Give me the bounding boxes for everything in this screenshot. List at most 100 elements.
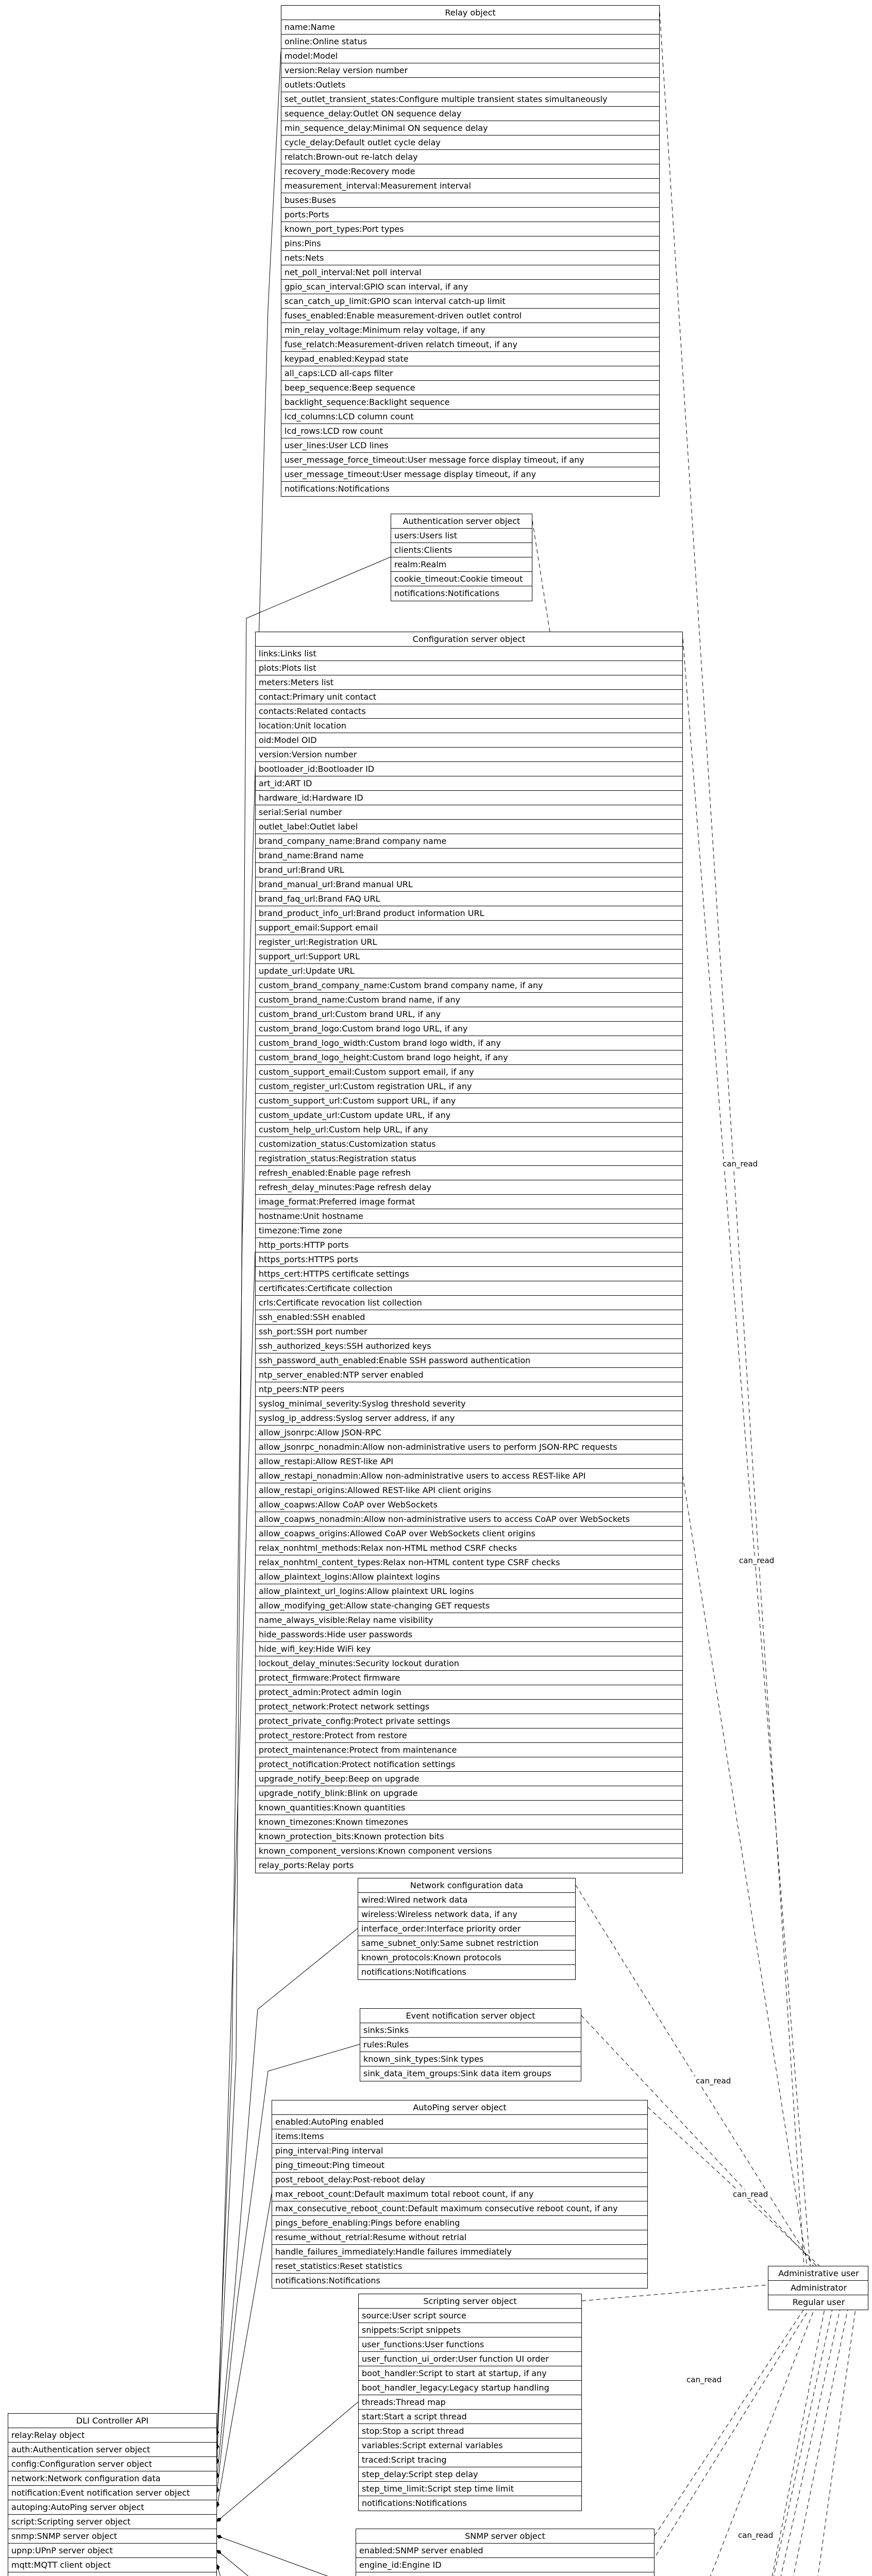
user-kind-row: Regular user <box>792 2297 845 2307</box>
attribute-row: gpio_scan_interval:GPIO scan interval, i… <box>281 280 659 294</box>
attribute-row: step_delay:Script step delay <box>359 2467 581 2482</box>
attribute-row: model:Model <box>281 49 659 63</box>
attribute-row: custom_brand_logo_width:Custom brand log… <box>256 1036 682 1050</box>
attribute-row: outlet_label:Outlet label <box>256 820 682 834</box>
attribute-row: traced:Script tracing <box>359 2453 581 2467</box>
attribute-row: relax_nonhtml_content_types:Relax non-HT… <box>256 1555 682 1570</box>
attribute-row: protect_maintenance:Protect from mainten… <box>256 1743 682 1757</box>
attribute-row: protect_admin:Protect admin login <box>256 1685 682 1700</box>
attribute-row: same_subnet_only:Same subnet restriction <box>358 1936 575 1951</box>
attribute-row: snmp:SNMP server object <box>8 2529 216 2544</box>
attribute-row: known_protocols:Known protocols <box>358 1951 575 1965</box>
attribute-row: protect_network:Protect network settings <box>256 1700 682 1714</box>
attribute-row: update_url:Update URL <box>256 964 682 978</box>
attribute-row: stop:Stop a script thread <box>359 2424 581 2438</box>
attribute-row: relay:Relay object <box>8 2428 216 2443</box>
attribute-row: wired:Wired network data <box>358 1893 575 1907</box>
attribute-row: source:User script source <box>359 2309 581 2323</box>
attribute-row: location:Unit location <box>256 719 682 733</box>
attribute-row: oid_subtrees:OID subtrees <box>356 2572 654 2576</box>
attribute-row: min_sequence_delay:Minimal ON sequence d… <box>281 121 659 135</box>
attribute-row: measurement_interval:Measurement interva… <box>281 179 659 193</box>
attribute-row: min_relay_voltage:Minimum relay voltage,… <box>281 323 659 337</box>
attribute-row: registration_status:Registration status <box>256 1151 682 1166</box>
attribute-row: reset_statistics:Reset statistics <box>272 2259 647 2274</box>
attribute-row: allow_restapi_origins:Allowed REST-like … <box>256 1483 682 1498</box>
edge-label-can-read: can_read <box>685 2375 723 2384</box>
attribute-row: known_quantities:Known quantities <box>256 1801 682 1815</box>
attribute-row: protect_private_config:Protect private s… <box>256 1714 682 1728</box>
attribute-row: fuse_relatch:Measurement-driven relatch … <box>281 337 659 352</box>
attribute-row: custom_update_url:Custom update URL, if … <box>256 1108 682 1123</box>
attribute-row: clients:Clients <box>391 543 532 557</box>
user-kind-row: Administrative user <box>768 2266 868 2281</box>
attribute-row: ssh_enabled:SSH enabled <box>256 1310 682 1325</box>
attribute-row: all_caps:LCD all-caps filter <box>281 366 659 381</box>
attribute-row: allow_jsonrpc_nonadmin:Allow non-adminis… <box>256 1440 682 1454</box>
attribute-row: ping_timeout:Ping timeout <box>272 2158 647 2173</box>
attribute-row: items:Items <box>272 2129 647 2144</box>
attribute-row: allow_jsonrpc:Allow JSON-RPC <box>256 1426 682 1440</box>
attribute-row: cycle_delay:Default outlet cycle delay <box>281 135 659 150</box>
attribute-row: upnp:UPnP server object <box>8 2544 216 2558</box>
attribute-row: ssh_authorized_keys:SSH authorized keys <box>256 1339 682 1353</box>
attribute-row: allow_plaintext_url_logins:Allow plainte… <box>256 1584 682 1599</box>
attribute-row: version:Version number <box>256 748 682 762</box>
attribute-row: resume_without_retrial:Resume without re… <box>272 2230 647 2245</box>
attribute-row: enabled:AutoPing enabled <box>272 2115 647 2129</box>
attribute-row: ssh_port:SSH port number <box>256 1325 682 1339</box>
attribute-row: serial:Serial number <box>256 805 682 820</box>
edge-label-can-read: can_read <box>732 2190 769 2199</box>
attribute-row: crls:Certificate revocation list collect… <box>256 1296 682 1310</box>
attribute-row: ping_interval:Ping interval <box>272 2144 647 2158</box>
object-title-snmp: SNMP server object <box>356 2529 654 2544</box>
attribute-row: syslog_ip_address:Syslog server address,… <box>256 1411 682 1426</box>
attribute-row: custom_register_url:Custom registration … <box>256 1079 682 1094</box>
attribute-row: https_cert:HTTPS certificate settings <box>256 1267 682 1281</box>
attribute-row: oid:Model OID <box>256 733 682 748</box>
attribute-row: known_protection_bits:Known protection b… <box>256 1829 682 1844</box>
attribute-row: set_outlet_transient_states:Configure mu… <box>281 92 659 107</box>
attribute-row: step_time_limit:Script step time limit <box>359 2482 581 2496</box>
attribute-row: links:Links list <box>256 647 682 661</box>
attribute-row: allow_coapws_nonadmin:Allow non-administ… <box>256 1512 682 1527</box>
attribute-row: brand_manual_url:Brand manual URL <box>256 877 682 892</box>
attribute-row: notifications:Notifications <box>394 588 499 598</box>
attribute-row: custom_brand_logo:Custom brand logo URL,… <box>256 1022 682 1036</box>
attribute-row: notification:Event notification server o… <box>8 2486 216 2500</box>
attribute-row: allow_modifying_get:Allow state-changing… <box>256 1599 682 1613</box>
attribute-row: online:Online status <box>281 35 659 49</box>
attribute-row: ports:Ports <box>281 208 659 222</box>
attribute-row: contact:Primary unit contact <box>256 690 682 704</box>
attribute-row: user_message_force_timeout:User message … <box>281 453 659 467</box>
attribute-row: recovery_mode:Recovery mode <box>281 164 659 179</box>
attribute-row: timezone:Time zone <box>256 1224 682 1238</box>
attribute-row: outlets:Outlets <box>281 78 659 92</box>
object-title-network: Network configuration data <box>358 1878 575 1893</box>
attribute-row: sink_data_item_groups:Sink data item gro… <box>363 2069 551 2078</box>
attribute-row: notifications:Notifications <box>361 1967 466 1977</box>
attribute-row: certificates:Certificate collection <box>256 1281 682 1296</box>
attribute-row: nets:Nets <box>281 251 659 265</box>
attribute-row: pins:Pins <box>281 236 659 251</box>
attribute-row: relax_nonhtml_methods:Relax non-HTML met… <box>256 1541 682 1555</box>
object-title-autoping: AutoPing server object <box>272 2100 647 2115</box>
attribute-row: refresh_delay_minutes:Page refresh delay <box>256 1180 682 1195</box>
attribute-row: upgrade_notify_beep:Beep on upgrade <box>256 1772 682 1786</box>
attribute-row: allow_coapws_origins:Allowed CoAP over W… <box>256 1527 682 1541</box>
attribute-row: syslog_minimal_severity:Syslog threshold… <box>256 1397 682 1411</box>
attribute-row: protect_firmware:Protect firmware <box>256 1671 682 1685</box>
attribute-row: user_functions:User functions <box>359 2337 581 2352</box>
attribute-row: meters:Meters list <box>256 675 682 690</box>
attribute-row: custom_brand_name:Custom brand name, if … <box>256 993 682 1007</box>
attribute-row: sinks:Sinks <box>360 2023 581 2038</box>
attribute-row: allow_coapws:Allow CoAP over WebSockets <box>256 1498 682 1512</box>
attribute-row: version:Relay version number <box>281 63 659 78</box>
attribute-row: ntp_server_enabled:NTP server enabled <box>256 1368 682 1382</box>
